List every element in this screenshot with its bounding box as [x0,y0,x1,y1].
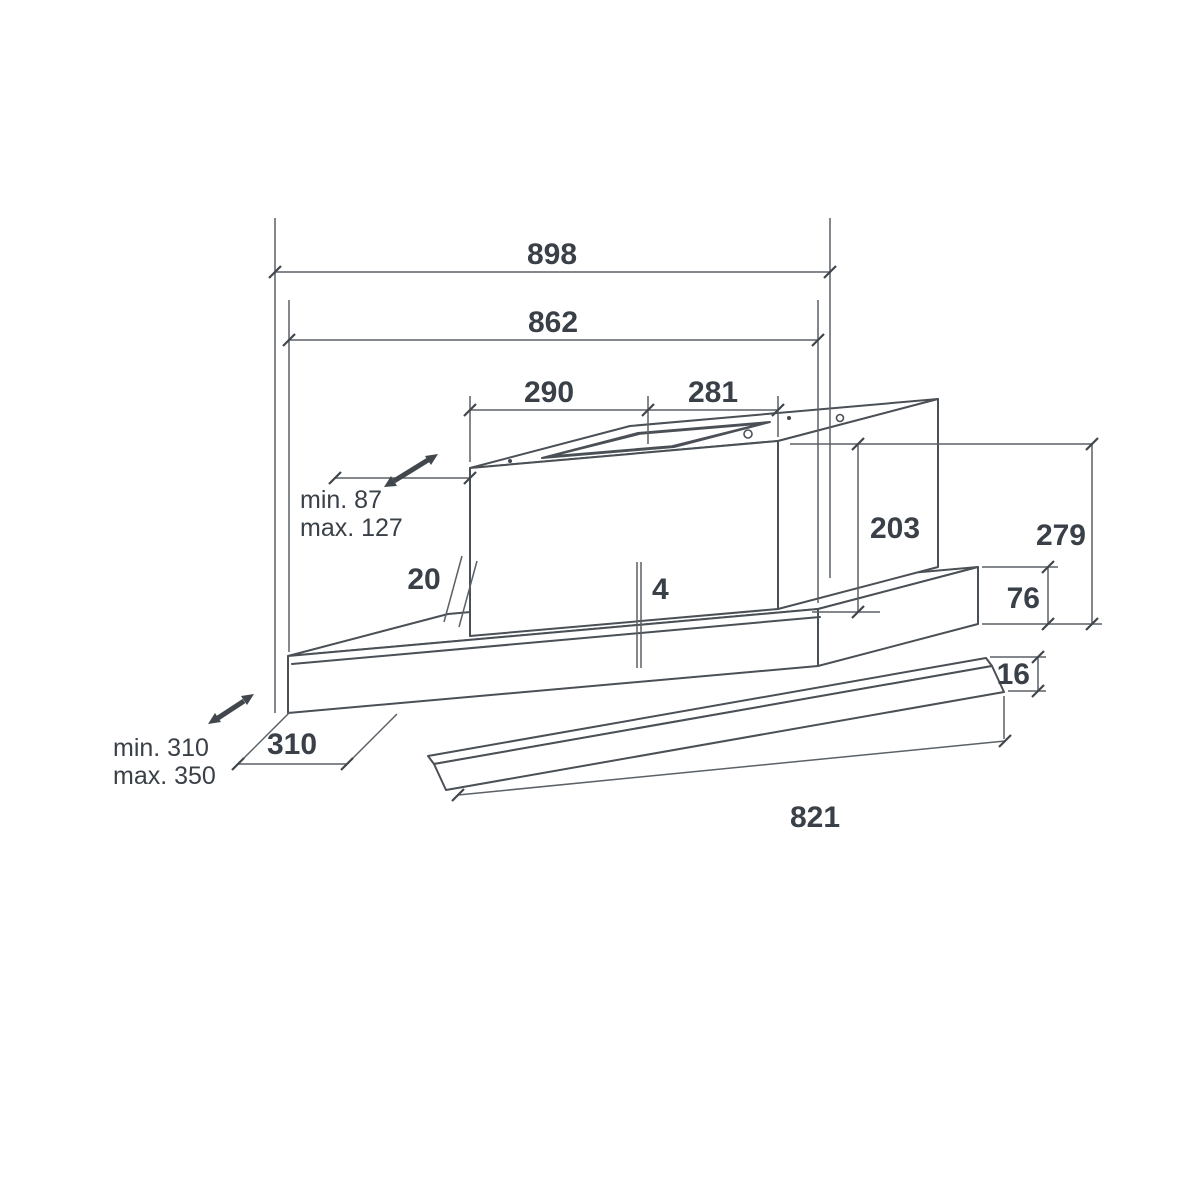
screw-hole-icon [835,413,845,423]
duct-front-face [469,440,779,637]
dim-label-821: 821 [790,801,840,834]
dim-label-duct-max: max. 127 [300,514,403,542]
duct-slide-arrow-icon [392,457,430,484]
dim-label-281: 281 [688,376,738,409]
vent-cutout-inner [551,423,761,457]
dim-label-20: 20 [407,563,440,596]
dim-label-862: 862 [528,306,578,339]
dim-label-depth-min: min. 310 [113,734,209,762]
ext-line-20-b [458,560,478,628]
body-front-lip-line [291,616,821,665]
dimension-ticks [231,265,1099,802]
dim-label-76: 76 [1007,582,1040,615]
dim-label-203: 203 [870,512,920,545]
visor-front-face [433,665,1005,791]
dim-line-821 [457,740,1006,796]
dim-label-duct-min: min. 87 [300,486,382,514]
visor-panel [427,657,1005,791]
ext-line-310-left [237,711,291,765]
dimension-labels: 898 862 290 281 min. 87 max. 127 20 4 20… [113,238,1086,834]
screw-hole-icon [743,429,753,439]
screw-dot-icon [787,416,791,420]
dim-label-4: 4 [652,573,669,606]
ext-line-310-right [346,713,398,765]
adjustment-arrows [208,454,438,724]
dim-label-898: 898 [527,238,577,271]
body-right-face [817,566,979,667]
dim-label-16: 16 [997,658,1030,691]
dim-label-depth-max: max. 350 [113,762,216,790]
ext-line-20-a [443,555,463,623]
dim-label-290: 290 [524,376,574,409]
visor-slide-arrow-icon [216,698,246,721]
dim-label-310: 310 [267,728,317,761]
vent-cutout-outer [541,421,771,459]
screw-dot-icon [508,459,512,463]
dim-label-279: 279 [1036,519,1086,552]
